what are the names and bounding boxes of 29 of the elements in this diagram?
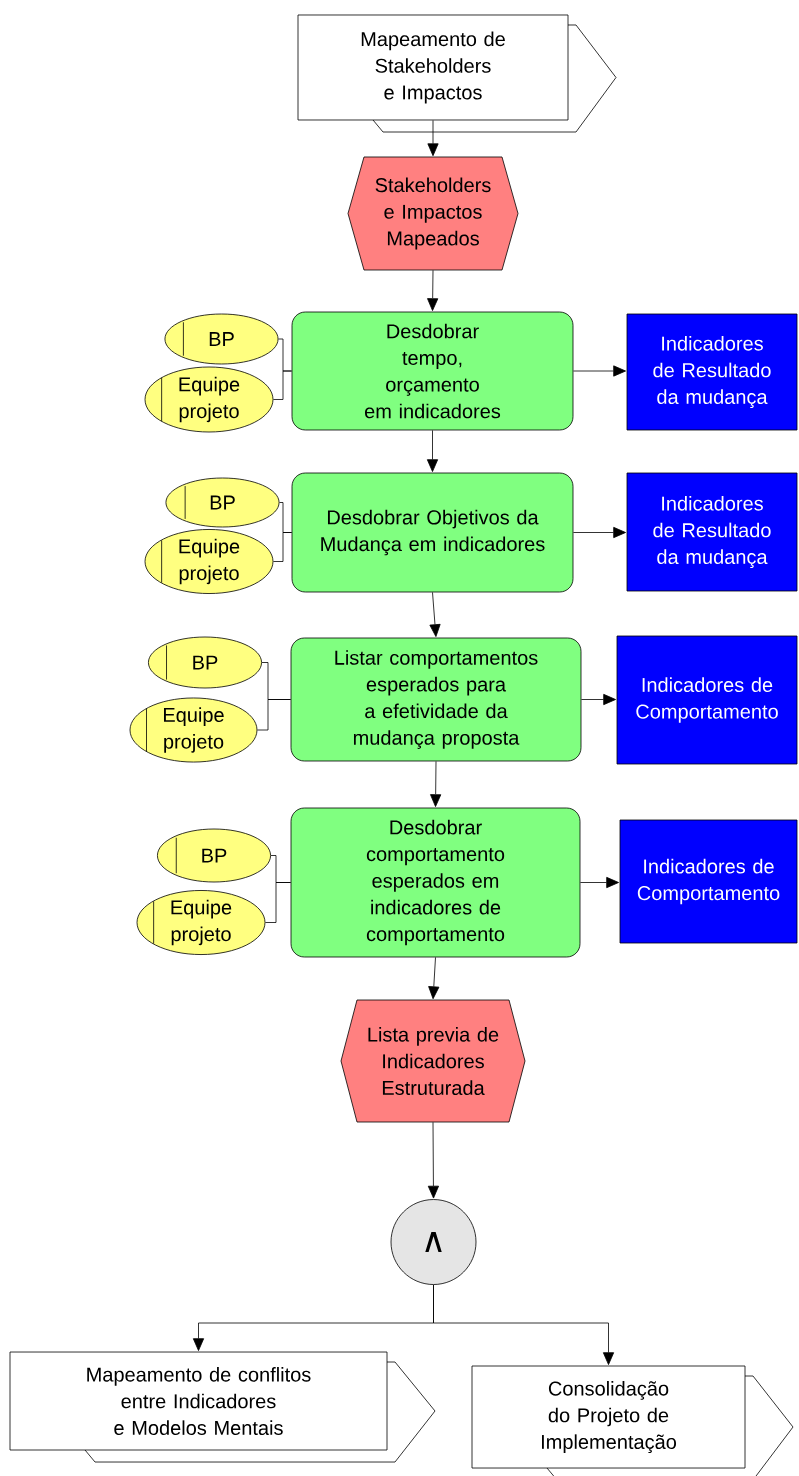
arrow xyxy=(427,1121,439,1199)
arrow xyxy=(433,1284,615,1365)
connector-line xyxy=(273,532,292,562)
connector-line xyxy=(265,882,291,923)
function-box: Desdobrar Objetivos da Mudança em indicadores xyxy=(291,472,574,593)
output-box: Indicadores de Resultado da mudança xyxy=(626,472,798,592)
arrow xyxy=(429,592,441,637)
process-interface-box: Mapeamento de conflitos entre Indicadores e Modelos Mentais xyxy=(9,1351,436,1463)
output-box: Indicadores de Resultado da mudança xyxy=(626,313,798,431)
function-box: Desdobrar tempo, orçamento em indicadores xyxy=(291,311,574,431)
event-hexagon: Stakeholders e Impactos Mapeados xyxy=(347,156,519,271)
arrow xyxy=(427,269,439,311)
function-box: Listar comportamentos esperados para a efetividade da mudança proposta xyxy=(290,637,582,762)
arrow xyxy=(573,365,626,377)
output-box: Indicadores de Comportamento xyxy=(619,819,798,944)
arrow xyxy=(581,693,616,706)
connector-line xyxy=(257,699,291,731)
arrow xyxy=(573,526,626,539)
arrow xyxy=(430,761,442,807)
function-box: Desdobrar comportamento esperados em indicadores de comportamento xyxy=(290,807,581,958)
arrow xyxy=(428,957,440,1000)
process-interface-box: Mapeamento de Stakeholders e Impactos xyxy=(297,14,617,133)
arrow xyxy=(427,120,439,157)
arrow xyxy=(426,430,439,472)
event-hexagon: Lista previa de Indicadores Estruturada xyxy=(340,999,526,1123)
output-box: Indicadores de Comportamento xyxy=(616,635,798,765)
process-interface-box: Consolidação do Projeto de Implementação xyxy=(471,1365,794,1476)
connector-line xyxy=(273,370,292,400)
arrow xyxy=(580,876,619,889)
